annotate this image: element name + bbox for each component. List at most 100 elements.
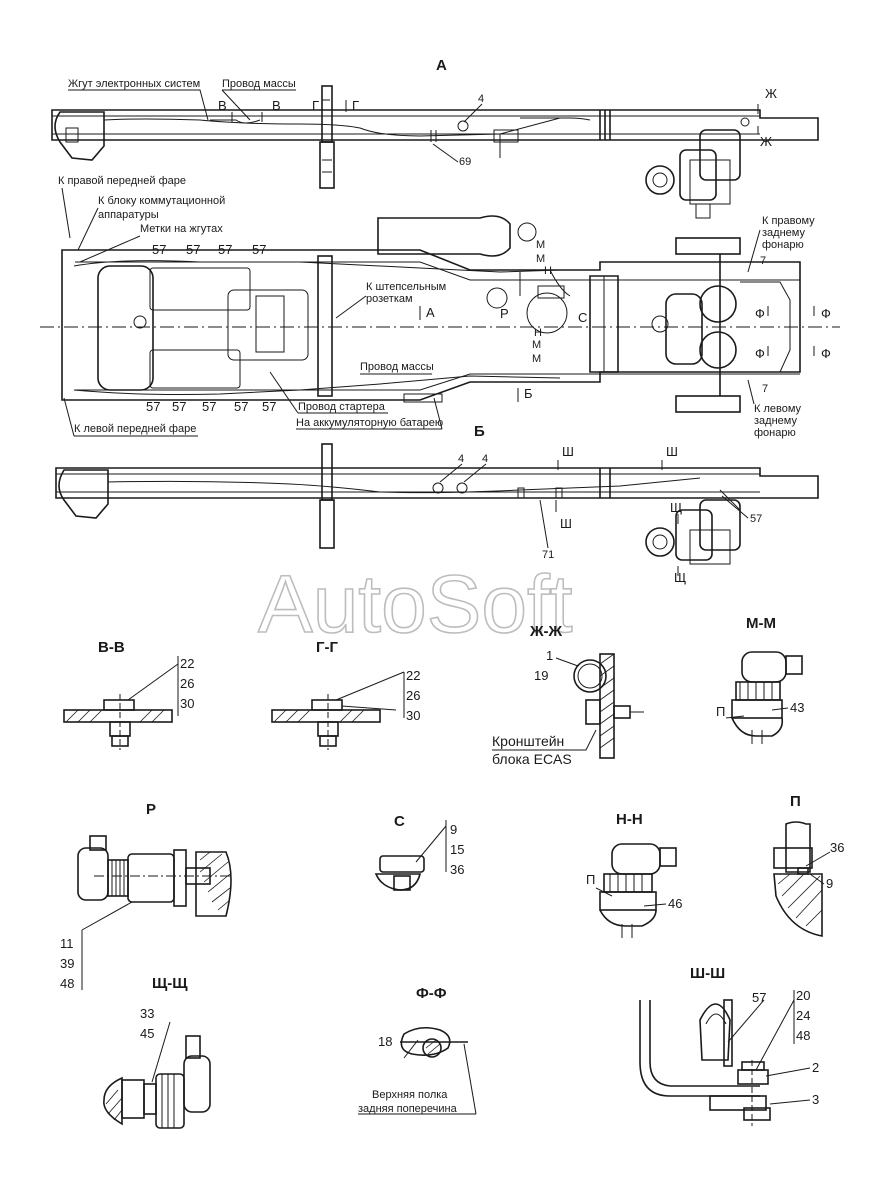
label-m-3: М [532, 339, 541, 351]
sec-shch-1: Щ [670, 500, 682, 515]
detail-zhzh-caption-2: блока ECAS [492, 751, 572, 767]
detail-mm-p: П [716, 704, 725, 719]
label-marks: Метки на жгутах [140, 223, 223, 235]
detail-p: П 36 9 [773, 793, 844, 937]
part-57-b5: 57 [262, 399, 276, 414]
label-m-1: М [536, 239, 545, 251]
label-rear-left-1: К левому [754, 403, 802, 415]
part-57-t3: 57 [218, 242, 232, 257]
label-c: С [578, 310, 587, 325]
detail-nn-p: П [586, 872, 595, 887]
label-m-2: М [536, 253, 545, 265]
detail-vv-part-3: 30 [180, 696, 194, 711]
harness-label: Жгут электронных систем [68, 78, 200, 90]
sec-g-right: Г [352, 98, 359, 113]
part-57-t2: 57 [186, 242, 200, 257]
label-rear-right-3: фонарю [762, 239, 804, 251]
label-front-left: К левой передней фаре [74, 423, 196, 435]
sec-shch-2: Щ [674, 570, 686, 585]
sec-sh-2: Ш [666, 444, 678, 459]
part-4-top: 4 [478, 93, 484, 105]
label-switch-block-2: аппаратуры [98, 209, 159, 221]
detail-c-part-2: 15 [450, 842, 464, 857]
label-battery: На аккумуляторную батарею [296, 417, 443, 429]
detail-shsh-part-2: 2 [812, 1060, 819, 1075]
sec-g-left: Г [312, 98, 319, 113]
part-69: 69 [459, 156, 471, 168]
part-7-bottom: 7 [762, 383, 768, 395]
detail-shsh-part-24: 24 [796, 1008, 810, 1023]
detail-shsh-part-48: 48 [796, 1028, 810, 1043]
detail-p-part-2: 9 [826, 876, 833, 891]
detail-zhzh: Ж-Ж 1 19 Кронштейн блока ECAS [492, 623, 644, 767]
detail-ff-title: Ф-Ф [416, 985, 447, 1002]
label-front-right: К правой передней фаре [58, 175, 186, 187]
detail-gg-part-1: 22 [406, 668, 420, 683]
label-n-1: Н [544, 265, 552, 277]
detail-shsh: Ш-Ш 57 20 24 48 2 3 [639, 965, 819, 1126]
detail-r-part-2: 39 [60, 956, 74, 971]
label-rear-left-2: заднему [754, 415, 797, 427]
detail-r-part-1: 11 [60, 936, 74, 951]
part-4-b2: 4 [482, 453, 488, 465]
part-71: 71 [542, 549, 554, 561]
detail-c-part-1: 9 [450, 822, 457, 837]
detail-shch-title: Щ-Щ [152, 975, 188, 992]
detail-shsh-title: Ш-Ш [690, 965, 725, 982]
label-f-1: Ф [755, 306, 765, 321]
detail-c-title: С [394, 813, 405, 830]
label-rear-right-2: заднему [762, 227, 805, 239]
label-ground-plan: Провод массы [360, 361, 434, 373]
detail-c: С 9 15 36 [374, 813, 464, 891]
detail-c-part-3: 36 [450, 862, 464, 877]
sec-sh-1: Ш [562, 444, 574, 459]
view-b-title: Б [474, 423, 485, 440]
watermark: AutoSoft [258, 559, 573, 650]
arrow-b: Б [524, 386, 533, 401]
detail-shsh-part-20: 20 [796, 988, 810, 1003]
detail-gg-title: Г-Г [316, 639, 338, 656]
sec-v-left: В [218, 98, 227, 113]
detail-nn-title: Н-Н [616, 811, 643, 828]
detail-mm: М-М П 43 [716, 615, 804, 744]
detail-shch-part-1: 33 [140, 1006, 154, 1021]
detail-mm-title: М-М [746, 615, 776, 632]
side-view-b: Б 4 4 Ш Ш Ш Щ Щ 57 71 [55, 423, 819, 585]
sec-v-right: В [272, 98, 281, 113]
detail-mm-part: 43 [790, 700, 804, 715]
detail-vv-title: В-В [98, 639, 125, 656]
label-f-3: Ф [755, 346, 765, 361]
detail-zhzh-part-1: 1 [546, 648, 553, 663]
detail-shch-part-2: 45 [140, 1026, 154, 1041]
detail-vv: В-В 22 26 30 [63, 639, 194, 750]
detail-nn: Н-Н П 46 [586, 811, 682, 938]
label-starter: Провод стартера [298, 401, 386, 413]
label-plug-1: К штепсельным [366, 281, 446, 293]
detail-ff-part: 18 [378, 1034, 392, 1049]
detail-ff-caption-2: задняя поперечина [358, 1103, 458, 1115]
detail-vv-part-1: 22 [180, 656, 194, 671]
detail-r-part-3: 48 [60, 976, 74, 991]
detail-ff: Ф-Ф 18 Верхняя полка задняя поперечина [358, 985, 477, 1115]
detail-zhzh-part-2: 19 [534, 668, 548, 683]
label-plug-2: розеткам [366, 293, 413, 305]
side-view-a: А В В Г Г Ж Ж 4 [51, 57, 819, 219]
label-rear-right-1: К правому [762, 215, 815, 227]
detail-r: Р 11 39 48 [60, 801, 232, 991]
part-57-b2: 57 [172, 399, 186, 414]
label-m-4: М [532, 353, 541, 365]
label-f-2: Ф [821, 306, 831, 321]
plan-view: К правой передней фаре К блоку коммутаци… [40, 175, 840, 439]
detail-gg: Г-Г 22 26 30 [271, 639, 420, 750]
part-57-b1: 57 [146, 399, 160, 414]
label-switch-block-1: К блоку коммутационной [98, 195, 225, 207]
detail-shch: Щ-Щ 33 45 [103, 975, 211, 1129]
detail-zhzh-title: Ж-Ж [529, 623, 563, 640]
ground-label-top: Провод массы [222, 78, 296, 90]
sec-zh-bottom: Ж [760, 134, 772, 149]
detail-gg-part-3: 30 [406, 708, 420, 723]
label-f-4: Ф [821, 346, 831, 361]
detail-r-title: Р [146, 801, 156, 818]
detail-nn-part: 46 [668, 896, 682, 911]
detail-gg-part-2: 26 [406, 688, 420, 703]
